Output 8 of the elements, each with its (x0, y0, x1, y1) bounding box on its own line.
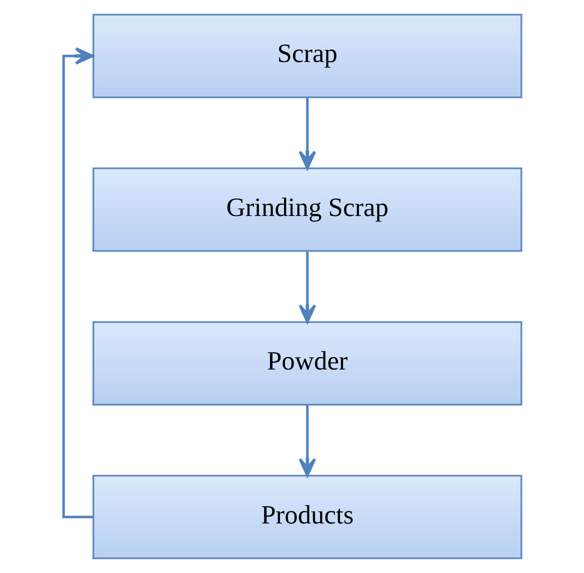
node-box: Scrap (92, 14, 522, 98)
arrow (298, 405, 316, 477)
arrow (62, 47, 94, 518)
node-box: Grinding Scrap (92, 168, 522, 252)
arrow (298, 252, 316, 324)
node-box: Powder (92, 321, 522, 406)
node-box: Products (92, 474, 522, 560)
arrow (298, 98, 316, 170)
